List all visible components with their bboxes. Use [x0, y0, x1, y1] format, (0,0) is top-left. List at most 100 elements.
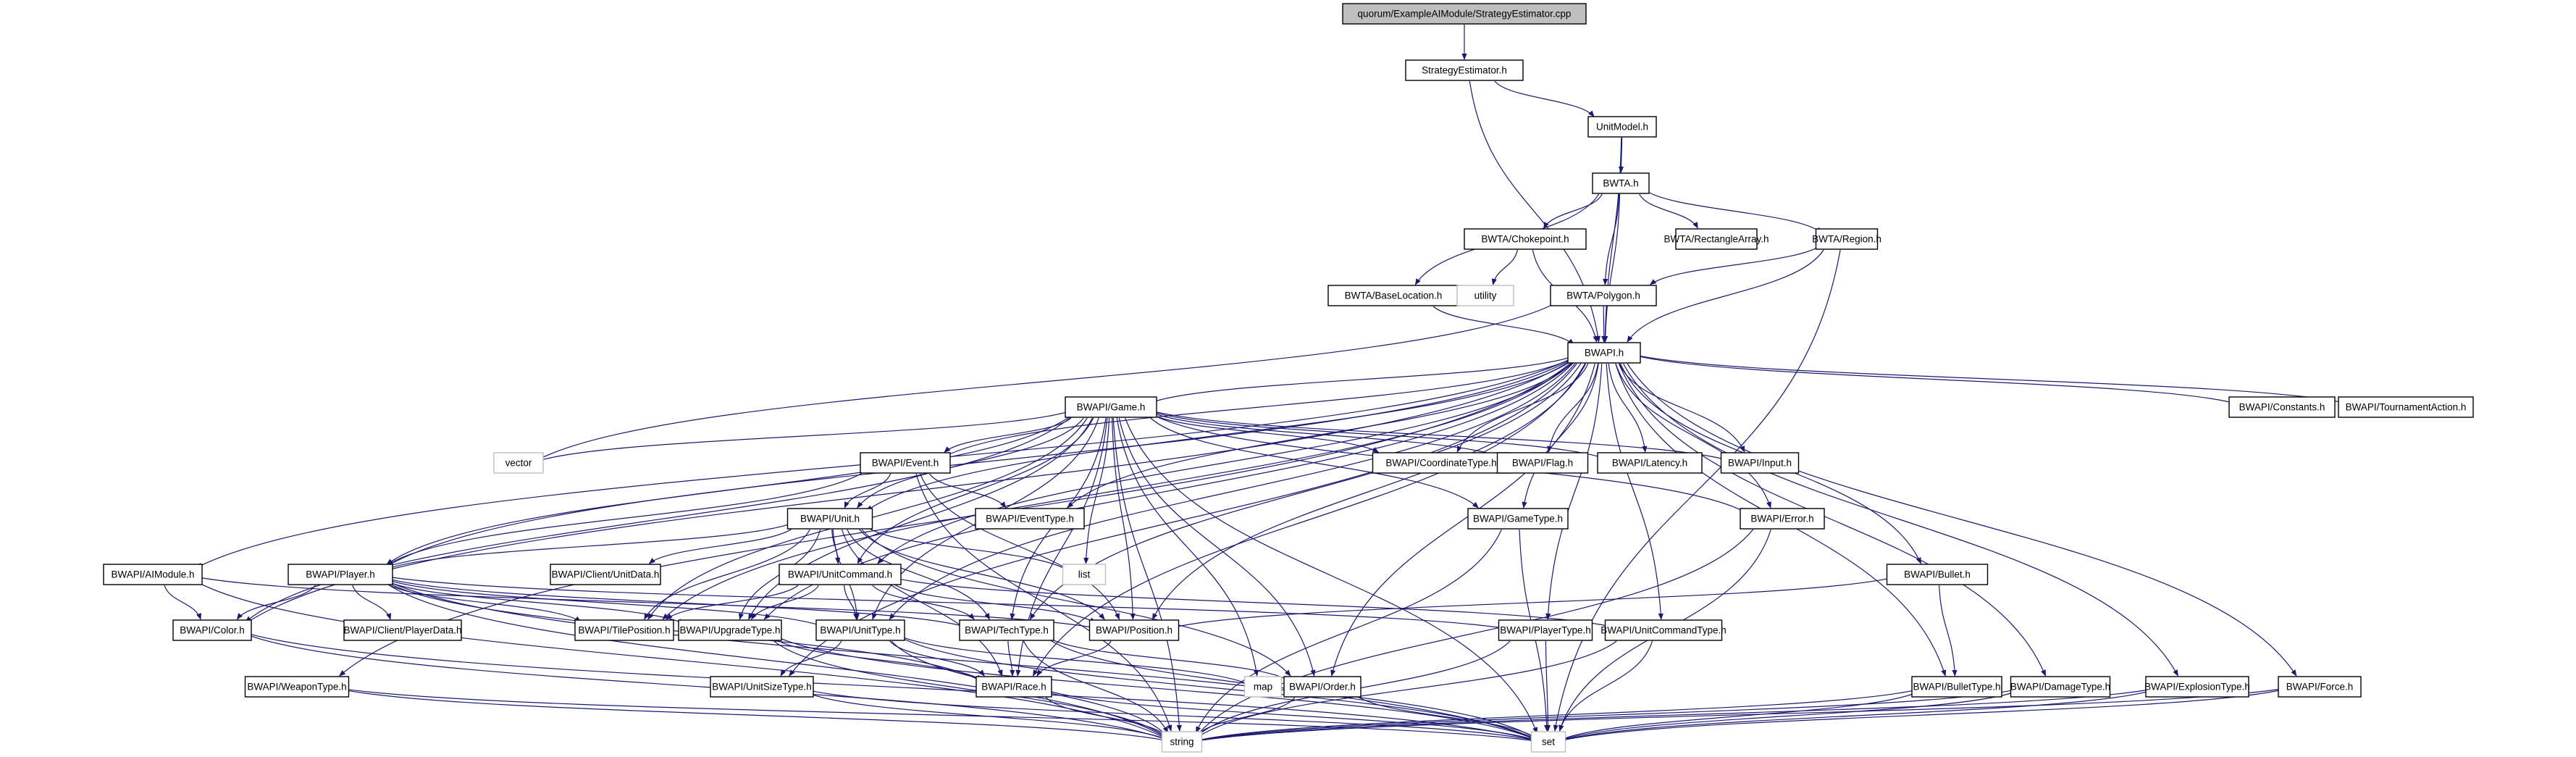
node-aimodule[interactable]: BWAPI/AIModule.h [103, 564, 203, 585]
node-force[interactable]: BWAPI/Force.h [2278, 676, 2362, 698]
node-box [1342, 3, 1587, 25]
node-bullet[interactable]: BWAPI/Bullet.h [1886, 564, 1989, 585]
node-flag[interactable]: BWAPI/Flag.h [1496, 452, 1589, 474]
edge-upgradetype-to-race [775, 638, 983, 681]
node-weapontype[interactable]: BWAPI/WeaponType.h [244, 676, 350, 698]
node-input[interactable]: BWAPI/Input.h [1720, 452, 1800, 474]
edge-line [1623, 363, 2178, 677]
node-box [1405, 59, 1524, 81]
node-label: BWTA/Region.h [1812, 234, 1881, 245]
edge-unit-to-race [841, 529, 1003, 677]
node-tourn[interactable]: BWAPI/TournamentAction.h [2338, 396, 2474, 418]
node-box [1720, 452, 1800, 474]
node-unitsizetype[interactable]: BWAPI/UnitSizeType.h [710, 676, 814, 698]
node-box [1496, 452, 1589, 474]
edge-unitcommand-to-position [894, 584, 1096, 624]
edge-player-to-clientplayerdata [352, 585, 392, 620]
node-se[interactable]: StrategyEstimator.h [1405, 59, 1524, 81]
edge-bwapi-to-constants [1634, 354, 2236, 405]
node-label: BWAPI/WeaponType.h [247, 682, 346, 693]
edge-bwapi-to-playertype [1545, 363, 1603, 620]
edge-event-to-string [915, 473, 1172, 732]
node-color[interactable]: BWAPI/Color.h [172, 619, 252, 641]
edge-line [1195, 529, 1754, 737]
node-order[interactable]: BWAPI/Order.h [1283, 676, 1362, 698]
node-gametype[interactable]: BWAPI/GameType.h [1467, 508, 1569, 530]
node-choke[interactable]: BWTA/Chokepoint.h [1464, 228, 1587, 250]
edge-unitcommand-to-unittype [843, 585, 859, 620]
node-box [493, 452, 544, 474]
edge-game-to-vector [537, 410, 1072, 462]
edge-line [1939, 585, 1958, 677]
node-clientunitdata[interactable]: BWAPI/Client/UnitData.h [550, 564, 661, 585]
edge-line [1547, 363, 1599, 453]
edge-line [1619, 363, 1745, 453]
edge-line [1125, 417, 1538, 734]
node-event[interactable]: BWAPI/Event.h [860, 452, 951, 474]
node-tilepos[interactable]: BWAPI/TilePosition.h [574, 619, 674, 641]
node-latency[interactable]: BWAPI/Latency.h [1597, 452, 1703, 474]
edge-player-to-set [386, 580, 1538, 741]
edge-race-to-string [1045, 696, 1169, 738]
node-error[interactable]: BWAPI/Error.h [1740, 508, 1825, 530]
node-label: map [1254, 682, 1272, 693]
edge-unit-to-order [861, 529, 1291, 677]
edge-techtype-to-race [1007, 640, 1015, 677]
node-explosiontype[interactable]: BWAPI/ExplosionType.h [2144, 676, 2250, 698]
node-root[interactable]: quorum/ExampleAIModule/StrategyEstimator… [1342, 3, 1587, 25]
node-playertype[interactable]: BWAPI/PlayerType.h [1498, 619, 1593, 641]
node-um[interactable]: UnitModel.h [1587, 116, 1657, 138]
node-label: BWAPI/DamageType.h [2010, 682, 2110, 693]
node-coord[interactable]: BWAPI/CoordinateType.h [1372, 452, 1511, 474]
node-player[interactable]: BWAPI/Player.h [288, 564, 393, 585]
node-game[interactable]: BWAPI/Game.h [1065, 396, 1157, 418]
node-upgradetype[interactable]: BWAPI/UpgradeType.h [678, 619, 782, 641]
node-constants[interactable]: BWAPI/Constants.h [2228, 396, 2336, 418]
edge-line [1494, 80, 1595, 117]
node-label: quorum/ExampleAIModule/StrategyEstimator… [1358, 9, 1572, 20]
edge-position-to-race [1036, 640, 1112, 677]
node-techtype[interactable]: BWAPI/TechType.h [959, 619, 1054, 641]
edge-bullettype-to-string [1195, 689, 1918, 743]
node-unitcommand[interactable]: BWAPI/UnitCommand.h [779, 564, 902, 585]
node-box [2228, 396, 2336, 418]
edge-bwapi-to-weapontype [339, 360, 1574, 677]
node-bullettype[interactable]: BWAPI/BulletType.h [1911, 676, 2002, 698]
edge-bwapi-to-player [386, 357, 1574, 567]
edge-player-to-playertype [386, 576, 1506, 630]
node-race[interactable]: BWAPI/Race.h [976, 676, 1052, 698]
node-box [1911, 676, 2002, 698]
edge-unit-to-player [386, 522, 794, 570]
node-unitcommandtype[interactable]: BWAPI/UnitCommandType.h [1600, 619, 1727, 641]
edge-line [1642, 188, 1823, 234]
edge-line [1150, 413, 1380, 453]
node-rect[interactable]: BWTA/RectangleArray.h [1664, 228, 1769, 250]
node-box [1530, 731, 1566, 753]
node-baseloc[interactable]: BWTA/BaseLocation.h [1327, 285, 1459, 306]
edge-line [1558, 690, 2152, 742]
node-label: BWAPI/Force.h [2286, 682, 2354, 693]
node-unit[interactable]: BWAPI/Unit.h [786, 508, 873, 530]
edge-line [1608, 363, 1648, 453]
edge-bwta-to-choke [1543, 193, 1603, 229]
edge-line [915, 473, 1172, 732]
node-clientplayerdata[interactable]: BWAPI/Client/PlayerData.h [343, 619, 462, 641]
node-region[interactable]: BWTA/Region.h [1812, 228, 1881, 250]
node-unittype[interactable]: BWAPI/UnitType.h [815, 619, 905, 641]
node-polygon[interactable]: BWTA/Polygon.h [1550, 285, 1657, 306]
node-label: BWAPI/Latency.h [1612, 458, 1687, 469]
edge-unitcommand-to-techtype [872, 585, 975, 620]
edge-unitcommand-to-tilepos [666, 585, 799, 620]
edge-line [857, 417, 1084, 509]
edge-bwta-to-rect [1639, 193, 1698, 229]
node-position[interactable]: BWAPI/Position.h [1088, 619, 1180, 641]
edge-line [245, 632, 1538, 743]
node-bwta[interactable]: BWTA.h [1592, 172, 1650, 194]
node-bwapi[interactable]: BWAPI.h [1567, 342, 1641, 364]
edge-line [245, 358, 1574, 624]
node-box [860, 452, 951, 474]
edge-game-to-gametype [1150, 417, 1479, 509]
node-eventtype[interactable]: BWAPI/EventType.h [975, 508, 1085, 530]
edge-line [1553, 249, 1841, 732]
node-damagetype[interactable]: BWAPI/DamageType.h [2010, 676, 2111, 698]
